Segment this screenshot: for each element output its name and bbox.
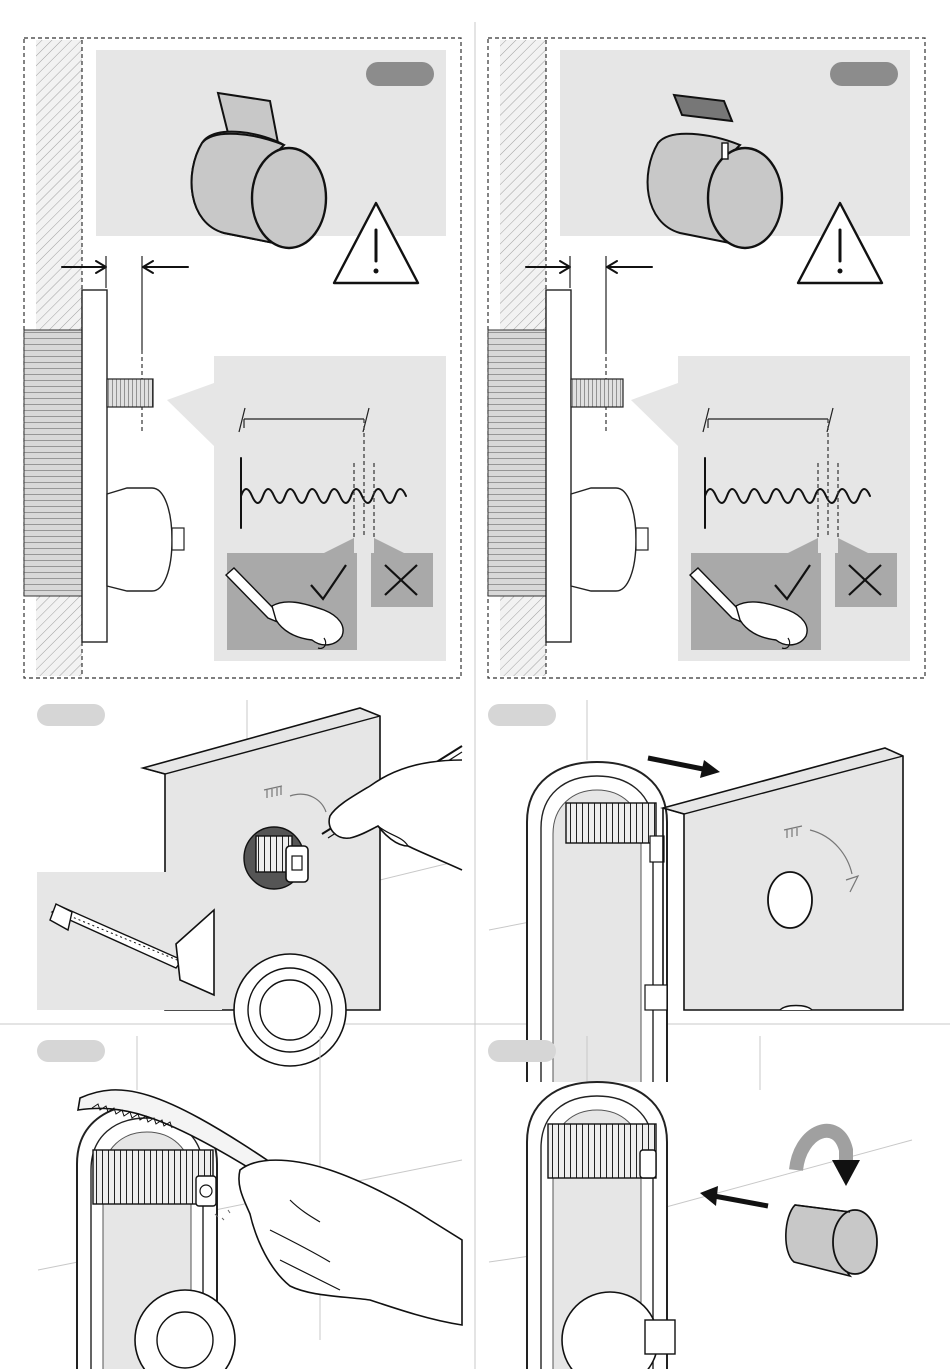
panel-step-2 (37, 700, 462, 1066)
step-badge (37, 704, 105, 726)
panel-step-1a (24, 38, 461, 678)
panel-step-3 (488, 700, 903, 1082)
panel-step-4 (37, 1036, 462, 1369)
extension-block (93, 1150, 213, 1204)
panel-step-1b (488, 38, 925, 678)
arrow-icon (714, 1196, 768, 1206)
hand-icon (239, 1160, 462, 1325)
panel-step-5 (488, 1036, 912, 1369)
threaded-pin (571, 379, 623, 407)
threaded-pin (107, 379, 153, 407)
step-badge (488, 704, 556, 726)
arrow-icon (648, 758, 708, 770)
cap-icon (786, 1205, 877, 1276)
extension-block (566, 803, 656, 843)
step-badge (37, 1040, 105, 1062)
step-badge (488, 1040, 556, 1062)
